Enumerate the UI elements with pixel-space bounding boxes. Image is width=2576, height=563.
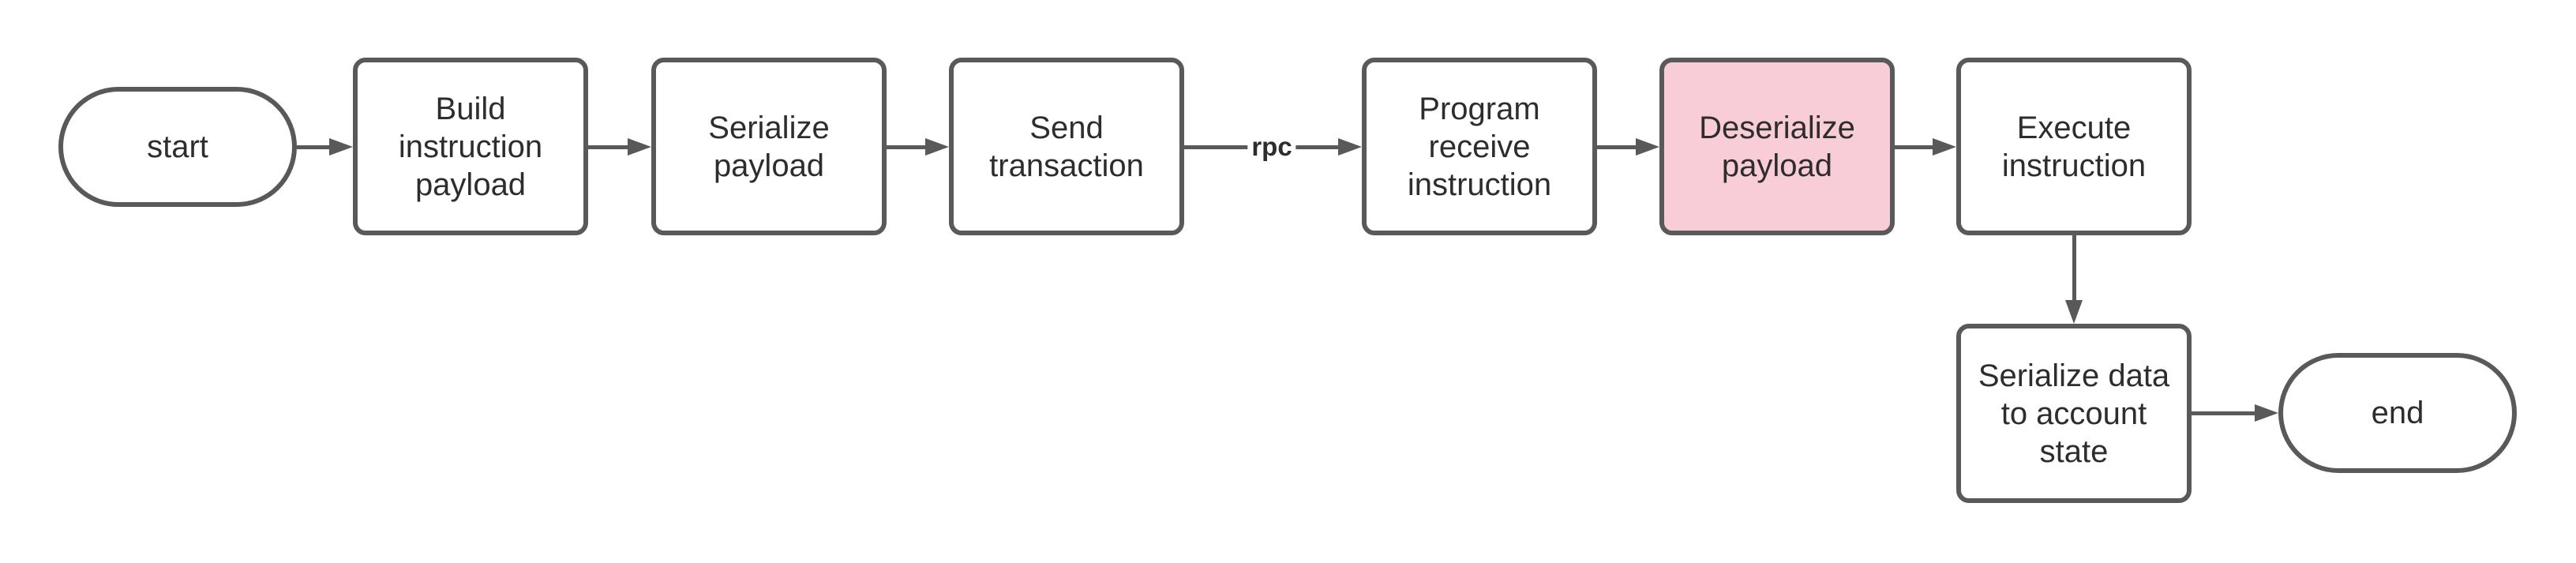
node-serialize-payload-label: Serialize payload — [708, 110, 830, 183]
node-serialize-data-to-account-state: Serialize data to account state — [1956, 324, 2192, 503]
node-execute-instruction: Execute instruction — [1956, 58, 2192, 235]
edge-serialize-data-to-end — [2192, 411, 2255, 415]
node-deserialize-payload: Deserialize payload — [1659, 58, 1895, 235]
edge-serialize-data-to-end-arrowhead — [2255, 403, 2278, 422]
node-program-receive-instruction: Program receive instruction — [1362, 58, 1597, 235]
node-serialize-payload: Serialize payload — [651, 58, 887, 235]
edge-execute-to-serialize-data — [2072, 235, 2076, 300]
node-start-label: start — [147, 129, 208, 164]
edge-program-to-deserialize-arrowhead — [1636, 137, 1659, 156]
edge-start-to-build — [297, 145, 329, 149]
edge-program-to-deserialize — [1597, 145, 1636, 149]
node-start: start — [58, 87, 297, 207]
edge-execute-to-serialize-data-arrowhead — [2064, 300, 2083, 324]
edge-serialize-to-send — [887, 145, 925, 149]
node-build-instruction-payload-label: Build instruction payload — [398, 91, 543, 202]
edge-build-to-serialize — [588, 145, 628, 149]
edge-serialize-to-send-arrowhead — [925, 137, 949, 156]
node-send-transaction-label: Send transaction — [989, 110, 1144, 183]
edge-label-rpc: rpc — [1247, 132, 1296, 162]
node-program-receive-instruction-label: Program receive instruction — [1407, 91, 1552, 202]
node-send-transaction: Send transaction — [949, 58, 1184, 235]
node-deserialize-payload-label: Deserialize payload — [1699, 110, 1855, 183]
edge-build-to-serialize-arrowhead — [628, 137, 651, 156]
node-end: end — [2278, 353, 2517, 473]
edge-send-to-program-arrowhead — [1338, 137, 1362, 156]
node-execute-instruction-label: Execute instruction — [2001, 110, 2147, 183]
node-end-label: end — [2371, 396, 2424, 430]
node-serialize-data-to-account-state-label: Serialize data to account state — [1978, 358, 2170, 469]
node-build-instruction-payload: Build instruction payload — [353, 58, 588, 235]
edge-start-to-build-arrowhead — [329, 137, 353, 156]
edge-deserialize-to-execute — [1895, 145, 1933, 149]
edge-deserialize-to-execute-arrowhead — [1933, 137, 1956, 156]
